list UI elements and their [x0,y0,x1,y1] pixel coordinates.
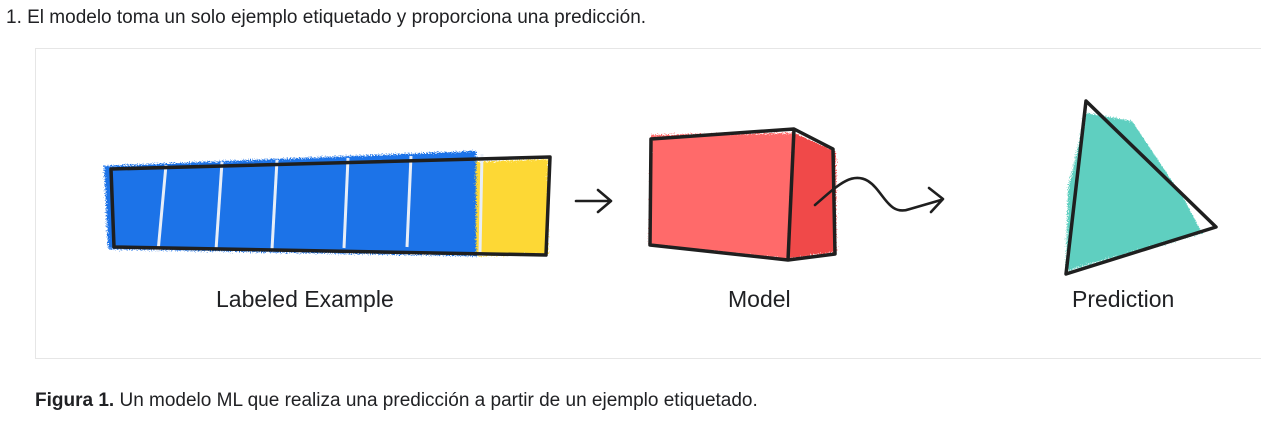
features-fill [104,151,478,256]
model-outline [648,127,837,262]
step-text: 1. El modelo toma un solo ejemplo etique… [6,7,647,28]
diagram [104,99,1218,276]
label-cell-fill [476,159,548,256]
figure-panel: Labeled Example Model Prediction [35,48,1261,359]
prediction-graphic [1064,99,1218,276]
caption-label: Figura 1. [35,390,115,411]
label-model: Model [728,286,791,312]
label-labeled-example: Labeled Example [216,286,394,312]
model-side-fill [788,133,836,259]
labeled-example-graphic [104,151,552,257]
example-outline [109,155,552,257]
prediction-outline [1064,99,1218,276]
label-prediction: Prediction [1072,286,1175,312]
prediction-fill [1066,113,1202,271]
figure-caption: Figura 1. Un modelo ML que realiza una p… [35,389,758,413]
feature-dividers [156,153,484,253]
caption-text: Un modelo ML que realiza una predicción … [114,390,758,411]
squiggle-arrow-icon [813,176,945,214]
model-graphic [648,127,837,262]
arrow-right-icon [574,188,613,214]
